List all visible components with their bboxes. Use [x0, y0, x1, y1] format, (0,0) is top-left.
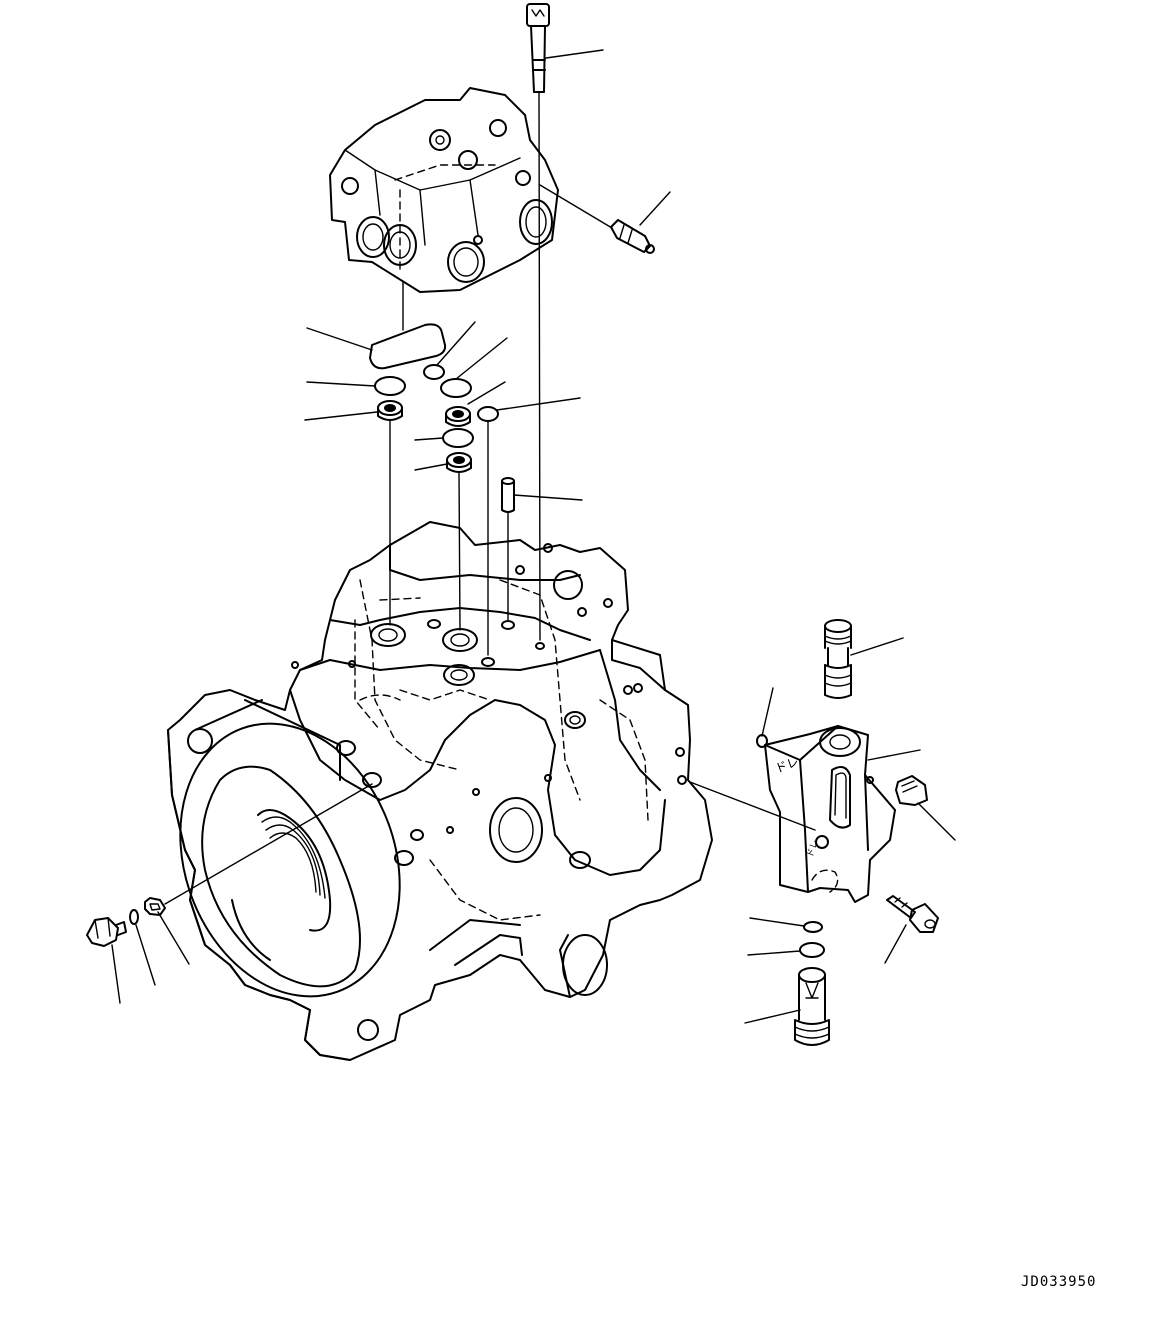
- leader-line: [867, 749, 921, 761]
- assembly-axis-line: [539, 184, 613, 229]
- cover-block: ドレ ドレ: [764, 725, 896, 903]
- o-ring: [756, 734, 768, 748]
- pressure-plug: [610, 219, 655, 254]
- o-ring: [440, 378, 472, 398]
- assembly-axis-line: [689, 781, 816, 831]
- bushing: [445, 406, 471, 427]
- cap-bolt: [886, 895, 939, 933]
- leader-line: [455, 337, 508, 380]
- leader-line: [545, 49, 604, 59]
- flange-plug: [86, 917, 127, 947]
- o-ring: [803, 921, 823, 933]
- leader-line: [436, 321, 476, 366]
- drawing-number: JD033950: [1021, 1274, 1097, 1290]
- leader-line: [304, 411, 378, 421]
- leader-line: [639, 191, 671, 226]
- o-ring: [423, 364, 445, 380]
- leader-line: [306, 327, 373, 351]
- leader-line: [749, 917, 805, 927]
- leader-line: [306, 381, 376, 387]
- pump-housing: [167, 521, 713, 1061]
- relief-valve: [794, 967, 830, 1046]
- leader-line: [157, 911, 190, 965]
- valve-spool: [824, 619, 852, 699]
- bushing: [446, 452, 472, 473]
- leader-line: [761, 687, 774, 737]
- o-ring: [477, 406, 499, 422]
- leader-line: [850, 637, 904, 656]
- o-ring: [374, 376, 406, 396]
- part-marking: ドレ: [773, 754, 800, 775]
- top-cap-screw: [526, 3, 550, 93]
- o-ring: [799, 942, 825, 958]
- leader-line: [496, 397, 581, 411]
- leader-line: [917, 802, 956, 841]
- leader-line: [513, 494, 583, 501]
- plug: [144, 897, 166, 916]
- dowel-pin: [501, 477, 515, 513]
- o-ring: [442, 428, 474, 448]
- leader-line: [744, 1009, 801, 1024]
- seal-gasket: [369, 323, 447, 370]
- leader-line: [884, 924, 907, 964]
- o-ring: [129, 909, 139, 925]
- bushing: [377, 400, 403, 421]
- valve-block: [329, 87, 559, 293]
- assembly-axis-line: [538, 91, 541, 641]
- part-marking: ドレ: [805, 839, 821, 859]
- leader-line: [747, 950, 801, 956]
- leader-line: [414, 437, 444, 441]
- assembly-axis-line: [164, 783, 373, 905]
- assembly-axis-line: [458, 471, 461, 631]
- leader-line: [111, 944, 121, 1004]
- plug-cap: [895, 775, 928, 806]
- leader-line: [467, 381, 506, 405]
- leader-line: [135, 924, 156, 986]
- leader-line: [414, 463, 448, 471]
